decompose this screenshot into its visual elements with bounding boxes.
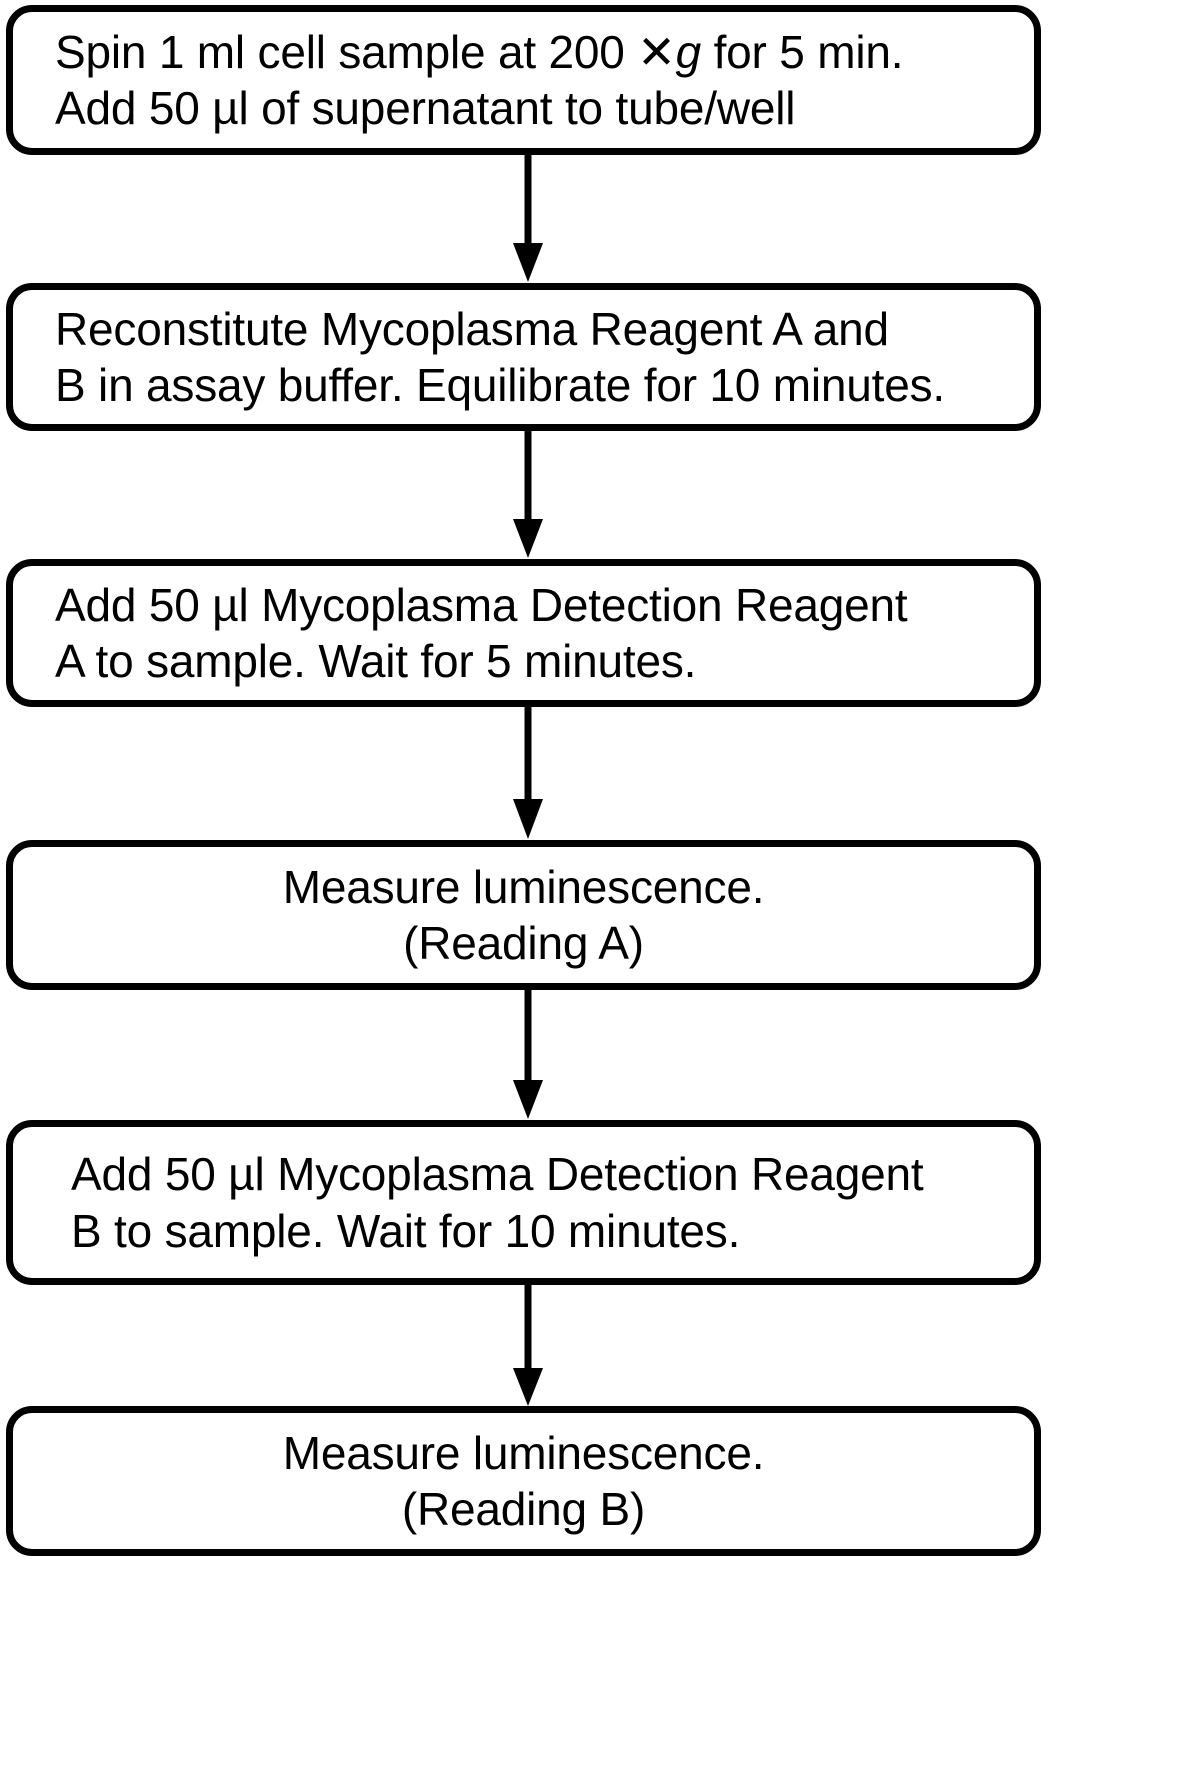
step-6-line2: (Reading B) — [401, 1483, 646, 1535]
step-5-line2: B to sample. Wait for 10 minutes. — [71, 1204, 741, 1257]
flow-node-step-1-text: Spin 1 ml cell sample at 200 ✕g for 5 mi… — [13, 24, 1034, 136]
step-1-line1-pre: Spin 1 ml cell sample at 200 — [55, 25, 638, 78]
step-2-line2: B in assay buffer. Equilibrate for 10 mi… — [55, 359, 946, 411]
flow-node-step-3-text: Add 50 µl Mycoplasma Detection Reagent A… — [13, 577, 1034, 689]
flow-node-step-1: Spin 1 ml cell sample at 200 ✕g for 5 mi… — [6, 5, 1041, 155]
flow-connector-arrow-1-2 — [511, 155, 545, 283]
step-4-line2: (Reading A) — [403, 917, 644, 969]
step-1-line1-post: for 5 min. — [701, 25, 904, 78]
flow-connector-arrow-3-4 — [511, 707, 545, 840]
flow-node-step-4-text: Measure luminescence. (Reading A) — [13, 859, 1034, 971]
step-1-line1-italic-g: g — [675, 25, 702, 78]
flow-connector-arrow-5-6 — [511, 1285, 545, 1407]
flow-node-step-3: Add 50 µl Mycoplasma Detection Reagent A… — [6, 559, 1041, 707]
flow-node-step-2-text: Reconstitute Mycoplasma Reagent A and B … — [13, 301, 1034, 413]
flow-node-step-5-text: Add 50 µl Mycoplasma Detection Reagent B… — [13, 1146, 1034, 1258]
step-1-line2: Add 50 µl of supernatant to tube/well — [55, 82, 796, 134]
step-5-line1: Add 50 µl Mycoplasma Detection Reagent — [71, 1148, 924, 1201]
flow-node-step-2: Reconstitute Mycoplasma Reagent A and B … — [6, 283, 1041, 431]
flow-node-step-4: Measure luminescence. (Reading A) — [6, 840, 1041, 990]
times-symbol: ✕ — [637, 25, 676, 78]
step-3-line1: Add 50 µl Mycoplasma Detection Reagent — [55, 578, 908, 631]
flow-connector-arrow-4-5 — [511, 990, 545, 1120]
flow-node-step-5: Add 50 µl Mycoplasma Detection Reagent B… — [6, 1120, 1041, 1285]
flow-node-step-6-text: Measure luminescence. (Reading B) — [13, 1425, 1034, 1537]
step-6-line1: Measure luminescence. — [282, 1426, 765, 1479]
step-4-line1: Measure luminescence. — [282, 860, 765, 913]
flow-node-step-6: Measure luminescence. (Reading B) — [6, 1406, 1041, 1556]
flow-connector-arrow-2-3 — [511, 431, 545, 559]
step-3-line2: A to sample. Wait for 5 minutes. — [55, 635, 697, 687]
step-2-line1: Reconstitute Mycoplasma Reagent A and — [55, 302, 889, 355]
